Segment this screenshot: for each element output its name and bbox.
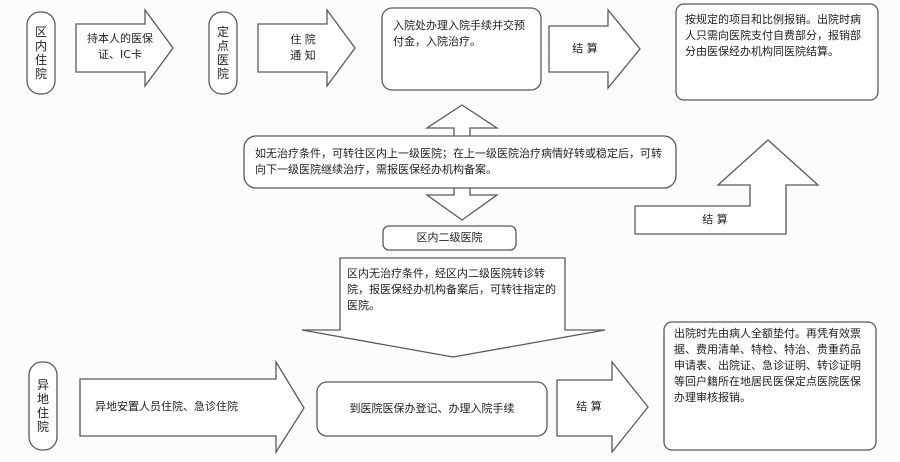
transfer-box [243,135,677,189]
step1-label: 持本人的医保证、IC卡 [87,32,153,61]
secondary-hospital-box [382,225,517,251]
remote-inpatient-label: 异地住院 [36,378,49,434]
settlement-detail: 按规定的项目和比例报销。出院时病人只需向医院支付自费部分，报销部分由医保经办机构… [685,13,861,58]
hospital-label: 定点医院 [216,25,229,81]
down-arrow [301,257,606,358]
local-inpatient-label: 区内住院 [34,25,47,81]
remote-step2-label: 到医院医保办登记、办理入院手续 [349,402,515,415]
settle-label-2: 结 算 [576,400,602,413]
local-label-box [26,11,56,95]
notice-line1: 住 院 [290,33,316,46]
transfer-text: 如无治疗条件，可转往区内上一级医院；在上一级医院治疗病情好转或稳定后，可转向下一… [255,147,662,176]
down-arrow-text: 区内无治疗条件，经区内二级医院转诊转院，报医保经办机构备案后，可转往指定的医院。 [347,267,556,312]
secondary-hospital-label: 区内二级医院 [416,231,483,244]
settle-up-arrow [634,139,820,235]
remote-step1-label: 异地安置人员住院、急诊住院 [95,400,238,413]
admission-text: 入院处办理入院手续并交预付金，入院治疗。 [393,19,525,48]
remote-step2-box [316,381,548,437]
remote-detail-box [663,321,877,451]
settlement-box [675,3,879,101]
settle-arrow-2 [556,360,649,454]
notice-line2: 通 知 [290,49,316,62]
settle-label-middle: 结 算 [702,213,728,226]
settle-label-1: 结 算 [572,42,598,55]
hospital-box [208,11,238,95]
step1-arrow [75,8,174,88]
notice-arrow [257,8,356,88]
remote-step1-arrow [79,359,305,455]
remote-detail-text: 出院时先由病人全额垫付。再凭有效票据、费用清单、特检、特治、贵重药品申请表、出院… [674,327,861,404]
remote-label-box [28,361,58,451]
settle-arrow-1 [548,8,641,90]
admission-box [381,7,542,91]
